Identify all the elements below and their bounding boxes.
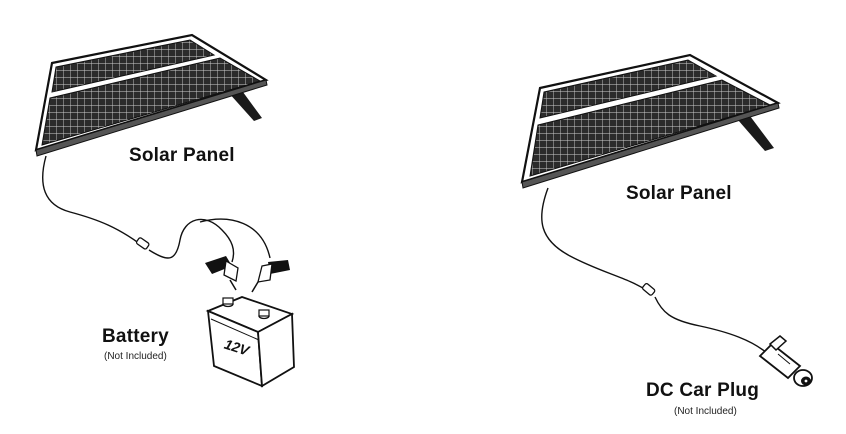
left-panel-cells-bottom <box>41 57 262 146</box>
right-panel-cells-bottom <box>529 79 772 177</box>
battery-terminal-left <box>222 297 234 308</box>
left-panel-cable <box>42 155 141 245</box>
battery-voltage: 12V <box>222 336 252 359</box>
left-solar-panel <box>34 33 269 157</box>
dc-car-plug-illustration <box>758 335 813 387</box>
battery-label: Battery <box>102 326 169 347</box>
left-panel-edge <box>35 79 268 157</box>
battery-not-included-note: (Not Included) <box>104 351 167 362</box>
right-inline-connector <box>642 283 656 296</box>
right-solar-panel <box>520 53 781 189</box>
right-cable-to-plug <box>654 296 769 355</box>
right-panel-cells-top <box>539 59 718 119</box>
alligator-clamp-right <box>251 260 290 293</box>
right-panel-cable <box>541 187 647 291</box>
left-inline-connector <box>135 237 150 250</box>
battery-illustration: 12V <box>205 296 295 388</box>
alligator-clamp-left <box>205 256 239 291</box>
left-panel-stand <box>228 88 262 121</box>
battery-terminal-right <box>258 309 270 320</box>
right-solar-panel-label: Solar Panel <box>626 183 732 204</box>
right-panel-edge <box>521 102 780 189</box>
dc-car-plug-label: DC Car Plug <box>646 380 760 401</box>
right-panel-stand <box>738 116 774 151</box>
left-cable-to-clamps <box>148 218 235 263</box>
left-cable-to-clamp-right <box>199 218 271 259</box>
left-panel-cells-top <box>51 39 216 93</box>
dc-car-plug-not-included-note: (Not Included) <box>674 406 737 417</box>
battery-side <box>257 312 295 388</box>
left-solar-panel-label: Solar Panel <box>129 145 235 166</box>
